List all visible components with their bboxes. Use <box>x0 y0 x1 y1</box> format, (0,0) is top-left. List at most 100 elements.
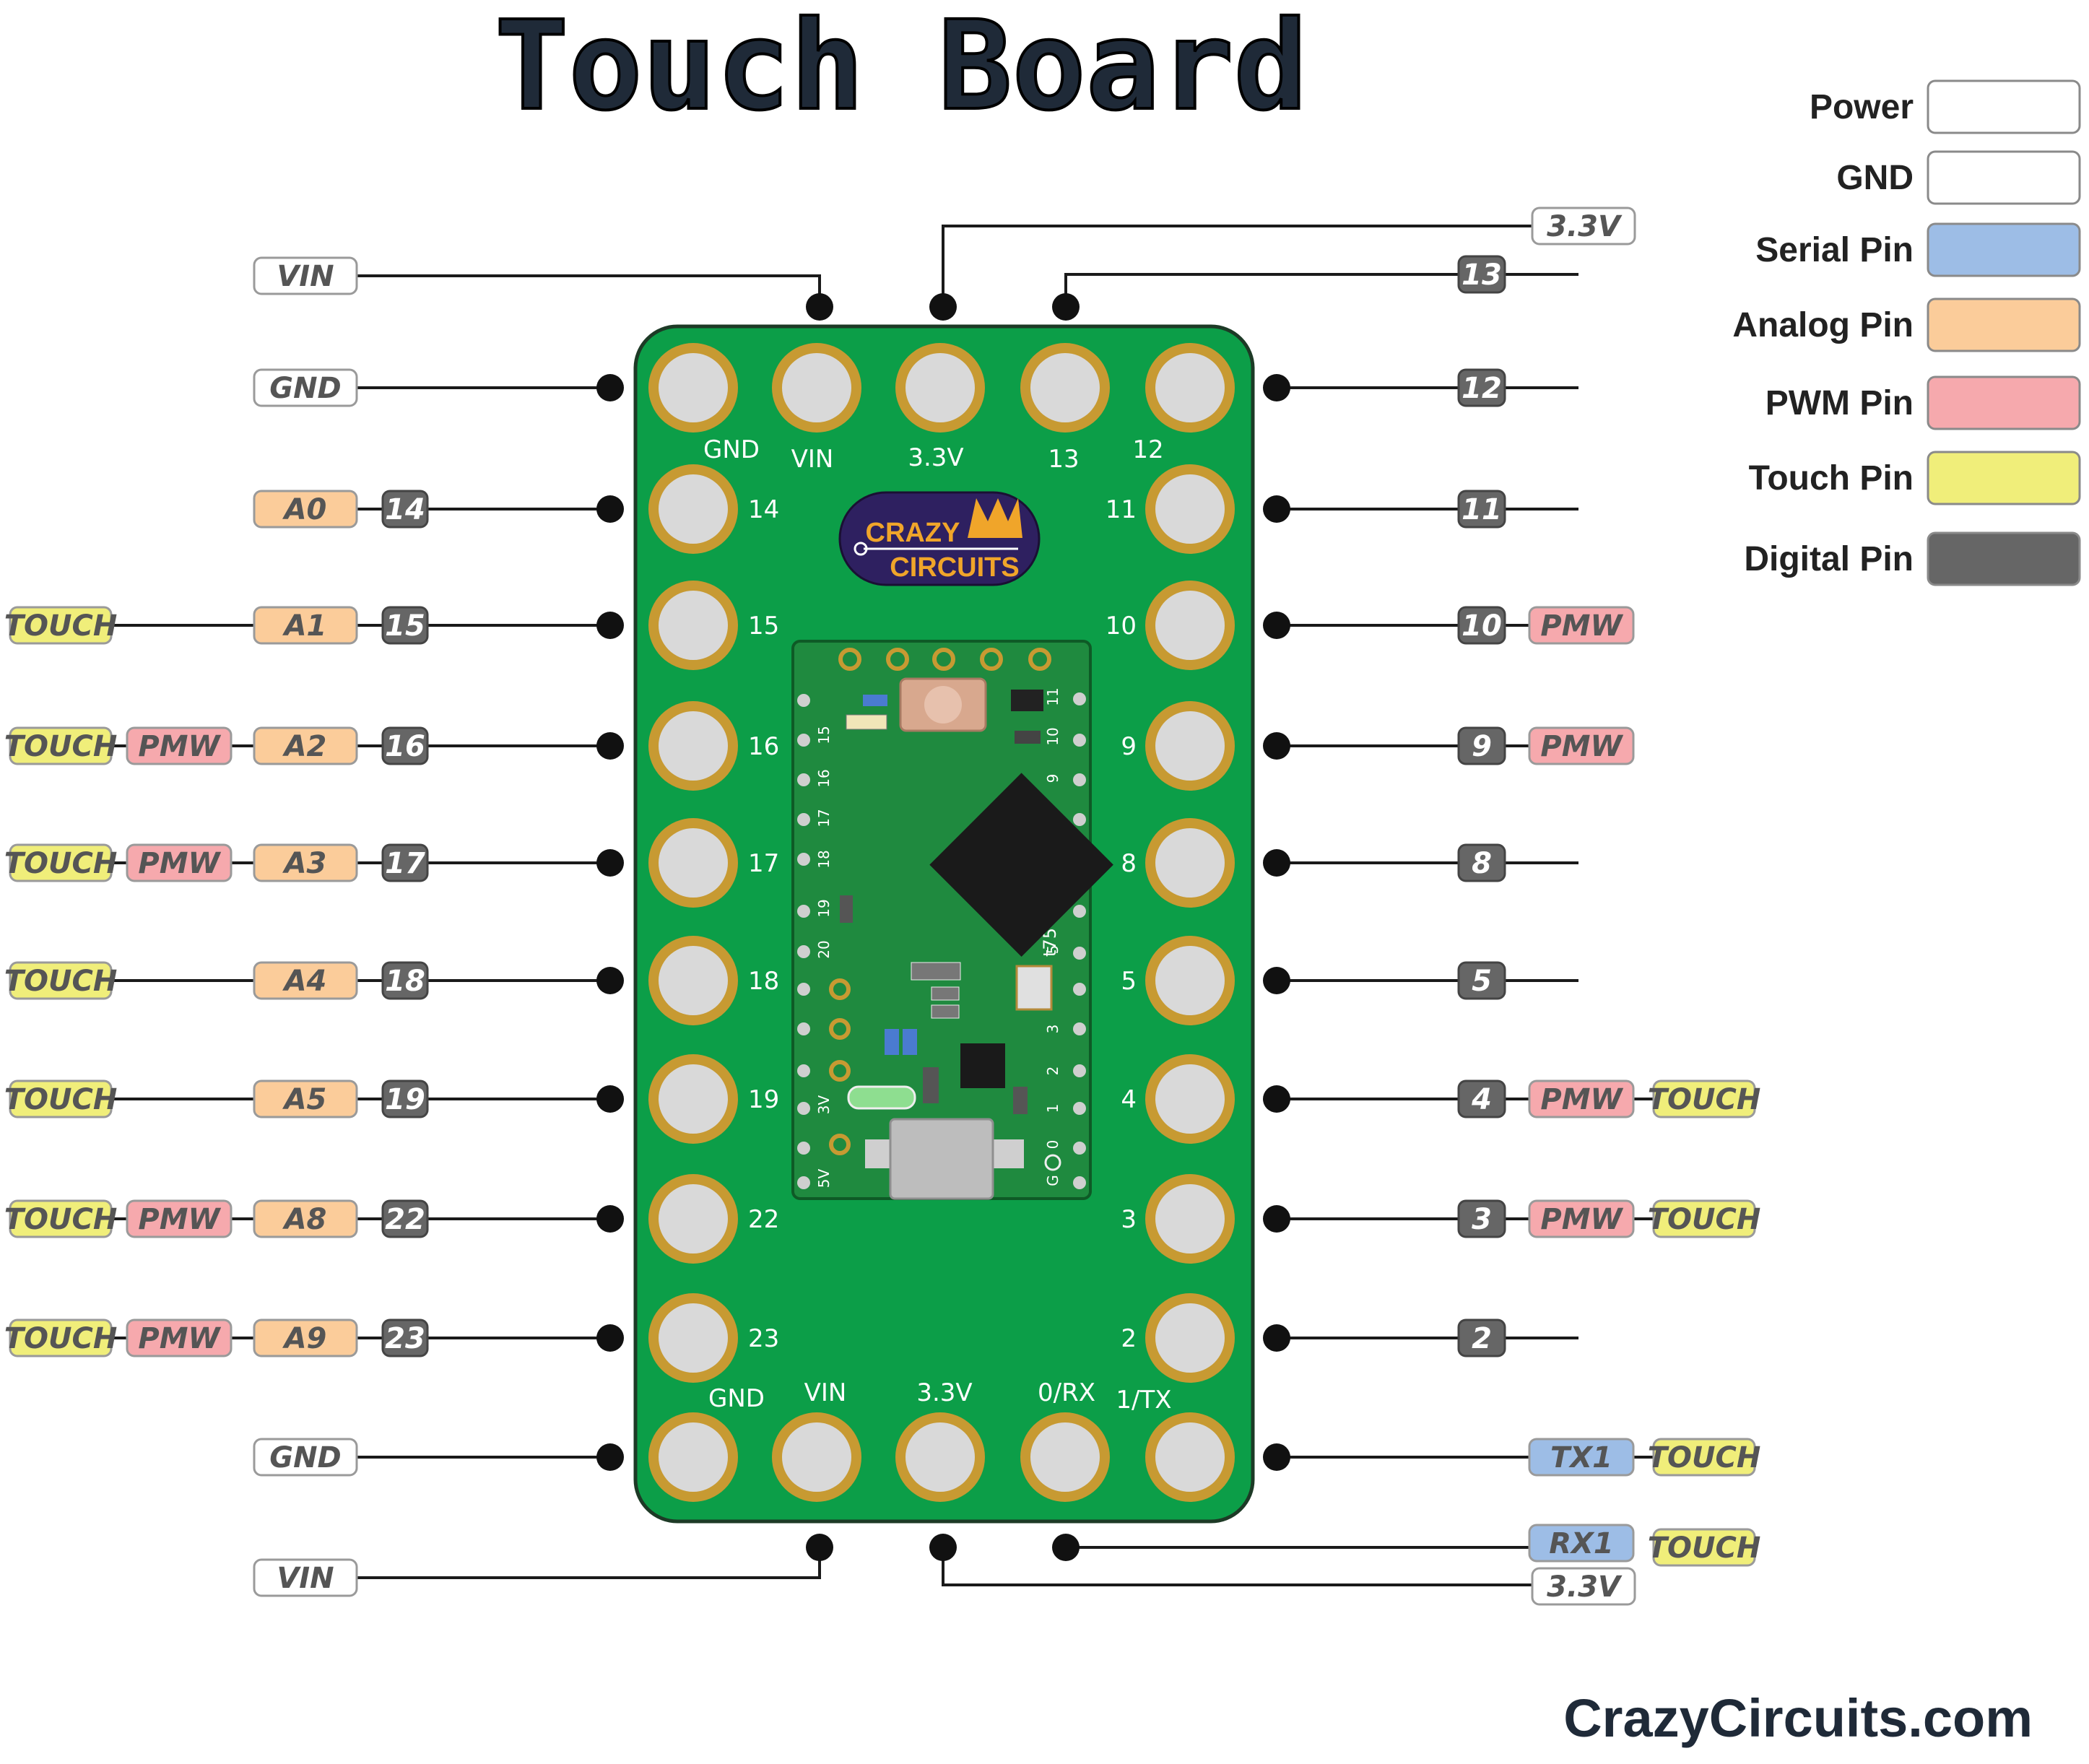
module-inner-hole-1 <box>829 1018 851 1040</box>
left-pin-2-pad <box>659 711 728 781</box>
logo-line-1: CRAZY <box>866 518 960 548</box>
module-right-label-9: 1 <box>1044 1104 1061 1113</box>
left-tag-3-2: A2 <box>253 726 358 765</box>
right-tag-3-0: 9 <box>1457 726 1506 765</box>
right-tag-6-0-text: 4 <box>1471 1083 1492 1116</box>
left-tag-1-1-text: 14 <box>385 493 425 526</box>
right-pin-7-pad <box>1155 1303 1225 1373</box>
left-tag-7-3: 22 <box>381 1199 429 1238</box>
left-terminal-6 <box>596 1085 624 1113</box>
module-left-hole-b3 <box>797 1102 810 1115</box>
legend-label-analog: Analog Pin <box>1732 306 1914 344</box>
left-tag-4-2: A3 <box>253 843 358 882</box>
module-right-label-10: 0 <box>1044 1140 1061 1150</box>
bottom-wire-vin <box>357 1547 821 1579</box>
right-tag-6-2: TOUCH <box>1648 1079 1760 1118</box>
smd-2 <box>931 986 960 1001</box>
left-tag-7-2: A8 <box>253 1199 358 1238</box>
right-terminal-9 <box>1263 1443 1290 1471</box>
logo-dot-icon <box>854 542 868 556</box>
left-pin-label-2: 16 <box>748 732 779 761</box>
right-tag-4-0-box <box>1457 843 1506 882</box>
top-pin-1-pad <box>782 353 851 422</box>
left-tag-5-1-text: A4 <box>282 965 327 998</box>
bottom-pin-0-pad <box>659 1422 728 1492</box>
crown-icon <box>968 498 1022 538</box>
right-tag-3-0-box <box>1457 726 1506 765</box>
left-tag-8-1-text: PMW <box>138 1322 221 1355</box>
left-tag-8-0-box <box>9 1318 113 1357</box>
left-terminal-1 <box>596 495 624 523</box>
right-tag-4-0-text: 8 <box>1472 847 1492 880</box>
top-pin-label-3: 13 <box>1048 445 1079 474</box>
module-left-label-0: 15 <box>815 726 833 744</box>
left-tag-1-1: 14 <box>381 490 429 529</box>
left-tag-1-0-box <box>253 490 358 529</box>
left-tag-5-1: A4 <box>253 961 358 1000</box>
right-tag-7-1-box <box>1528 1199 1635 1238</box>
left-tag-8-1-box <box>126 1318 233 1357</box>
left-tag-9-0-box <box>253 1438 358 1477</box>
left-tag-7-0-text: TOUCH <box>4 1203 118 1236</box>
left-tag-4-2-text: A3 <box>282 847 327 880</box>
left-tag-5-0-box <box>9 961 113 1000</box>
left-tag-1-0: A0 <box>253 490 358 529</box>
right-tag-9-0: TX1 <box>1528 1438 1635 1477</box>
module-right-hole-9 <box>1073 1064 1086 1077</box>
right-pin-label-1: 10 <box>1106 612 1137 640</box>
left-tag-6-1: A5 <box>253 1079 358 1118</box>
left-tag-6-0-box <box>9 1079 113 1118</box>
status-led-blue <box>863 695 887 706</box>
left-tag-8-2-box <box>253 1318 358 1357</box>
left-terminal-9 <box>596 1443 624 1471</box>
right-terminal-2 <box>1263 612 1290 639</box>
left-tag-1-1-box <box>381 490 429 529</box>
right-terminal-1 <box>1263 495 1290 523</box>
module-top-hole-1 <box>886 648 909 671</box>
bottom-wire-3v3 <box>942 1547 1532 1586</box>
left-tag-8-0: TOUCH <box>4 1318 117 1357</box>
right-tag-2-0-text: 10 <box>1462 609 1502 643</box>
module-right-hole-0 <box>1073 692 1086 705</box>
left-pin-3-pad <box>659 828 728 898</box>
left-tag-4-0-box <box>9 843 113 882</box>
right-tag-4-0: 8 <box>1457 843 1506 882</box>
right-terminal-0 <box>1263 374 1290 401</box>
left-tag-8-2-text: A9 <box>282 1322 327 1355</box>
left-tag-3-0-text: TOUCH <box>4 730 118 763</box>
left-tag-6-1-box <box>253 1079 358 1118</box>
top-tag-1-text: 3.3V <box>1547 210 1623 243</box>
right-tag-9-0-box <box>1528 1438 1635 1477</box>
module-right-label-7: 3 <box>1044 1025 1061 1034</box>
right-tag-3-1-box <box>1528 726 1635 765</box>
top-terminal-3v3 <box>929 293 957 321</box>
right-pin-label-6: 3 <box>1121 1205 1137 1234</box>
module-left-hole-3 <box>797 813 810 826</box>
right-tag-7-0: 3 <box>1457 1199 1506 1238</box>
bottom-tag-2: 3.3V <box>1531 1567 1636 1606</box>
right-tag-9-1-box <box>1652 1438 1756 1477</box>
bottom-terminal-vin <box>806 1534 833 1561</box>
left-tag-4-2-box <box>253 843 358 882</box>
left-tag-5-2-text: 18 <box>385 965 425 998</box>
left-tag-0-0: GND <box>253 368 358 407</box>
left-pin-5-pad <box>659 1064 728 1134</box>
bottom-pin-label-1: VIN <box>804 1378 847 1407</box>
bottom-pin-label-0: GND <box>708 1384 765 1413</box>
right-tag-7-0-box <box>1457 1199 1506 1238</box>
left-tag-2-0-box <box>9 606 113 645</box>
left-tag-2-2-box <box>381 606 429 645</box>
left-tag-9-0: GND <box>253 1438 358 1477</box>
module-left-label-2: 17 <box>815 809 833 827</box>
right-tag-6-2-box <box>1652 1079 1756 1118</box>
crystal <box>1015 965 1053 1011</box>
right-tag-8-0-text: 2 <box>1472 1322 1492 1355</box>
bottom-terminal-rx1 <box>1052 1534 1080 1561</box>
right-tag-0-0: 12 <box>1457 368 1506 407</box>
right-tag-8-0: 2 <box>1457 1318 1506 1357</box>
top-tag-1: 3.3V <box>1531 207 1636 246</box>
left-tag-2-1-box <box>253 606 358 645</box>
diagram-title: Touch Board <box>495 0 1308 138</box>
right-tag-2-1: PMW <box>1528 606 1635 645</box>
